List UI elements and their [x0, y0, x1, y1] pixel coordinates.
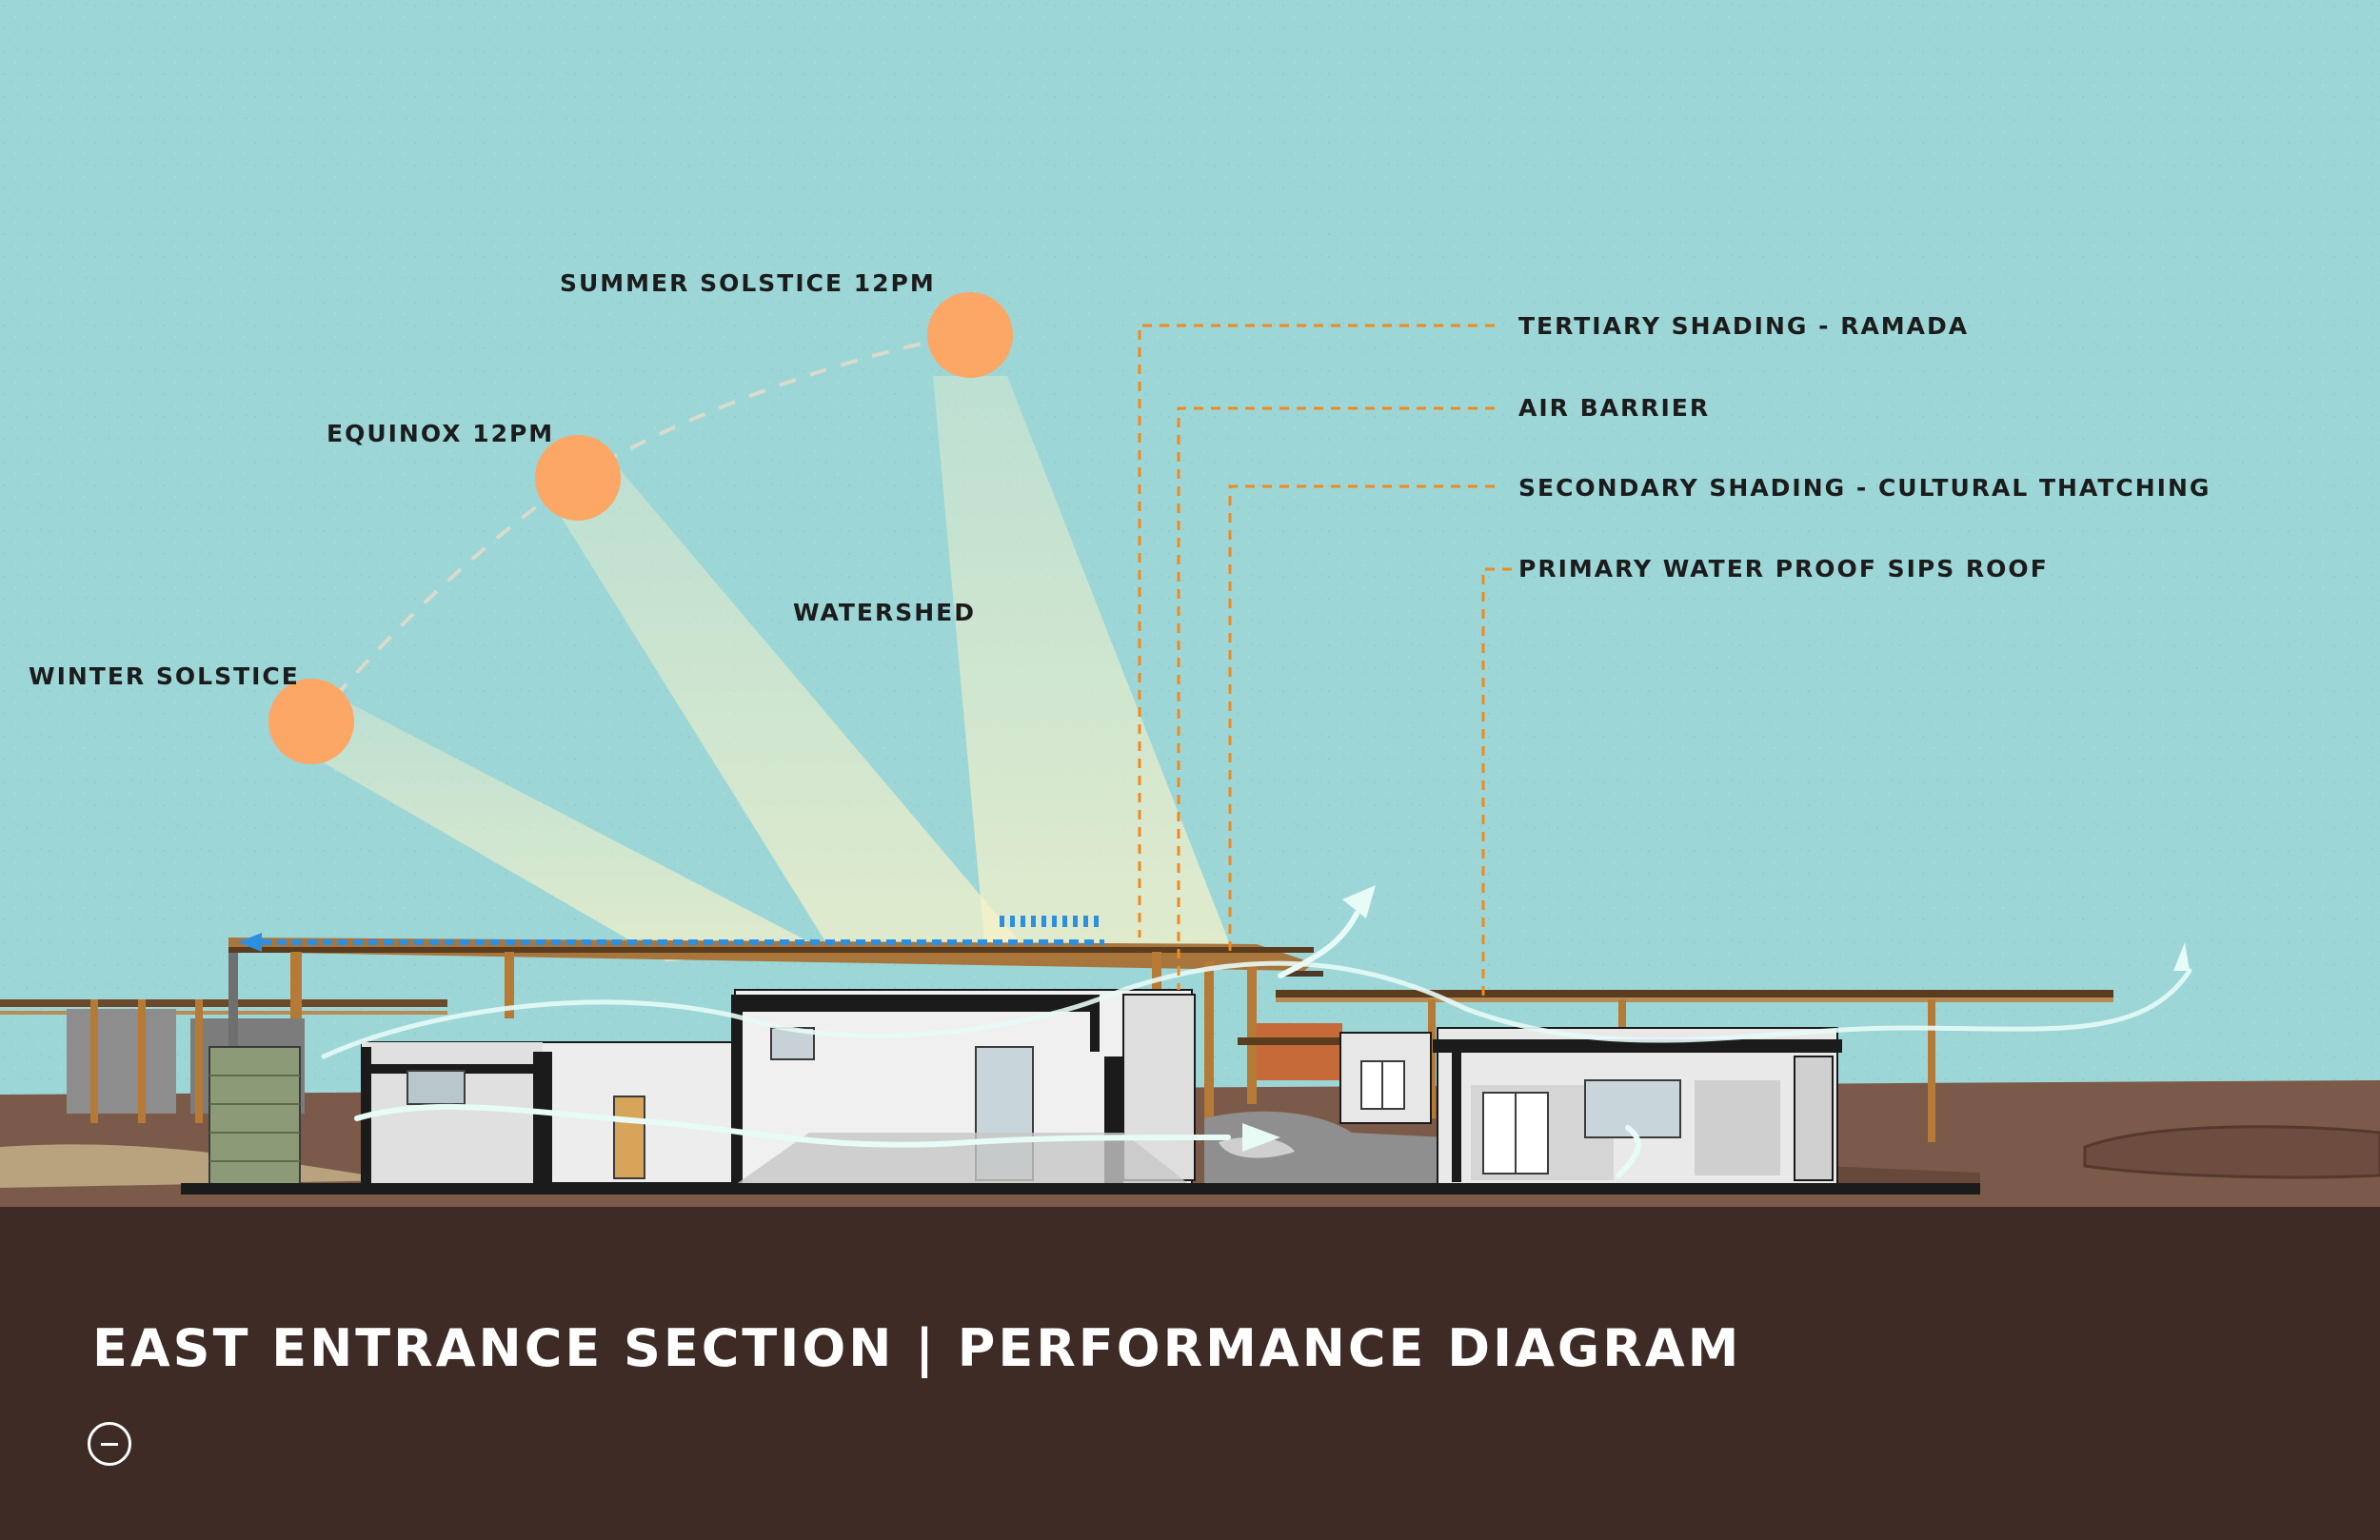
sun-beams [305, 376, 1233, 961]
water-arrow [238, 916, 1104, 952]
airflow-paths [321, 885, 2192, 1178]
right-ramada [1238, 971, 2113, 1142]
label-summer-solstice: SUMMER SOLSTICE 12PM [560, 269, 936, 297]
airflow-upper [321, 960, 2192, 1059]
left-building [361, 1041, 734, 1185]
label-watershed: WATERSHED [793, 599, 976, 626]
entry-building [1339, 1032, 1432, 1124]
callout-leaders [1138, 324, 1512, 997]
right-building [1433, 1027, 1842, 1186]
center-building [731, 989, 1196, 1190]
diagram-title: EAST ENTRANCE SECTION | PERFORMANCE DIAG… [92, 1318, 1742, 1378]
leader-primary-roof [1481, 567, 1512, 997]
courtyard [1204, 1111, 1466, 1190]
sun-winter [268, 679, 354, 764]
water-tank [208, 942, 301, 1191]
footer-panel [0, 1207, 2380, 1540]
callout-primary-roof: PRIMARY WATER PROOF SIPS ROOF [1518, 555, 2049, 582]
airflow-lower [354, 1103, 1231, 1148]
sun-summer [927, 292, 1013, 378]
minus-circle-icon[interactable] [88, 1422, 131, 1466]
base-slab [181, 1183, 1980, 1194]
airflow-rise [1278, 911, 1359, 978]
leader-secondary-shading [1228, 484, 1495, 952]
label-equinox: EQUINOX 12PM [327, 420, 555, 447]
equinox-beam [547, 457, 1028, 961]
sun-equinox [535, 435, 621, 521]
label-winter-solstice: WINTER SOLSTICE [29, 662, 300, 690]
callout-tertiary-shading: TERTIARY SHADING - RAMADA [1518, 312, 1970, 340]
callout-secondary-shading: SECONDARY SHADING - CULTURAL THATCHING [1518, 474, 2211, 502]
winter-beam [305, 700, 828, 961]
leader-tertiary-shading [1138, 324, 1495, 938]
leader-air-barrier [1177, 406, 1495, 990]
airflow-right [1616, 1125, 1641, 1178]
summer-beam [933, 376, 1233, 952]
callout-air-barrier: AIR BARRIER [1518, 394, 1711, 422]
